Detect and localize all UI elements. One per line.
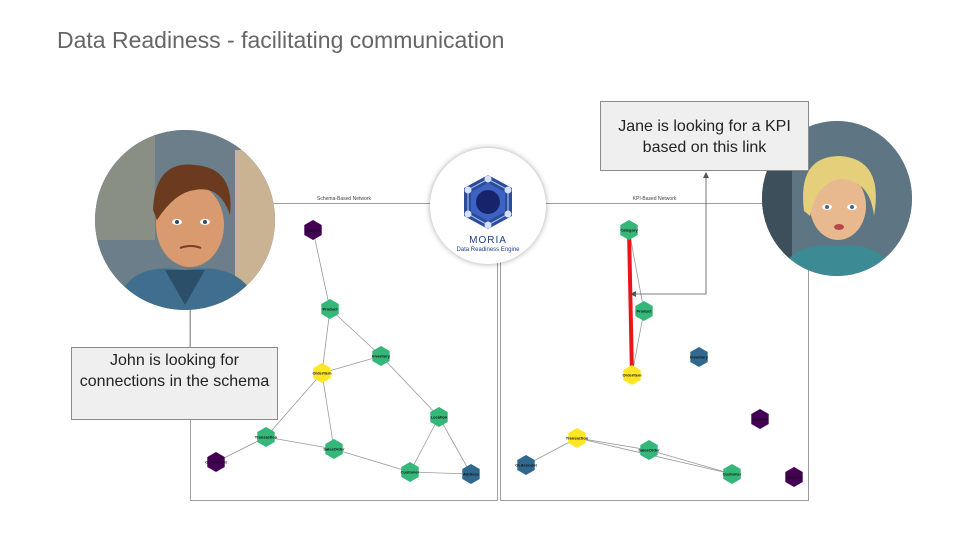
highlighted-edge <box>627 229 634 376</box>
node-salesorder[interactable] <box>325 439 343 459</box>
edge-product-orderitem <box>321 308 331 374</box>
node-label-orderitem: OrderItem <box>312 371 332 376</box>
node-orderitem[interactable] <box>313 363 331 383</box>
node-location[interactable] <box>430 407 448 427</box>
node-salesorder[interactable] <box>640 440 658 460</box>
node-category[interactable] <box>304 220 322 240</box>
node-customer[interactable] <box>723 464 741 484</box>
jane-callout: Jane is looking for a KPI based on this … <box>600 101 809 171</box>
john-callout: John is looking for connections in the s… <box>71 347 278 420</box>
edge-transaction-salesorder <box>576 437 650 451</box>
node-address[interactable] <box>785 467 803 487</box>
node-label-transaction: Transaction <box>255 435 278 440</box>
node-category[interactable] <box>620 220 638 240</box>
node-orderitem[interactable] <box>623 365 641 385</box>
edge-salesorder-customer <box>648 449 733 475</box>
edge-product-orderitem <box>631 310 645 376</box>
jane-arrowhead-left <box>630 291 636 297</box>
node-label-category: Category <box>304 228 322 233</box>
kpi-network-title: KPI-Based Network <box>632 196 677 202</box>
edge-product-inventory <box>329 308 382 357</box>
edge-transaction-salesorder <box>265 436 335 450</box>
edge-category-product <box>628 229 645 312</box>
node-label-customer: Customer <box>401 470 420 475</box>
node-label-category: Category <box>620 228 638 233</box>
node-label-inventory: Inventory <box>372 354 391 359</box>
edge-salesorder-customer <box>333 448 411 473</box>
edge-location-address <box>438 416 472 475</box>
schema-network-graph: CategoryProductInventoryOrderItemLocatio… <box>205 220 480 484</box>
node-label-location: Location <box>752 417 769 422</box>
slide-title: Data Readiness - facilitating communicat… <box>57 27 505 53</box>
node-inventory[interactable] <box>690 347 708 367</box>
node-glaccount[interactable] <box>207 452 225 472</box>
node-label-product: Product <box>322 307 338 312</box>
node-label-location: Location <box>431 415 448 420</box>
network-hexagon-icon <box>464 175 512 229</box>
john-avatar <box>95 130 275 310</box>
node-label-product: Product <box>636 309 652 314</box>
node-label-address: Address <box>786 475 803 480</box>
edge-customer-address <box>409 471 472 475</box>
node-product[interactable] <box>321 299 339 319</box>
edge-inventory-orderitem <box>321 355 382 374</box>
edge-location-customer <box>409 416 440 473</box>
node-label-customer: Customer <box>723 472 742 477</box>
node-inventory[interactable] <box>372 346 390 366</box>
moria-logo: MORIA Data Readiness Engine <box>430 148 546 264</box>
node-label-address: Address <box>463 472 480 477</box>
edge-category-product <box>312 229 331 310</box>
node-glaccount[interactable] <box>517 455 535 475</box>
logo-name: MORIA <box>469 235 507 246</box>
logo-tagline: Data Readiness Engine <box>456 247 520 253</box>
node-label-orderitem: OrderItem <box>622 373 642 378</box>
edge-inventory-location <box>380 355 440 418</box>
node-transaction[interactable] <box>257 427 275 447</box>
node-label-salesorder: SalesOrder <box>323 447 345 452</box>
node-product[interactable] <box>635 301 653 321</box>
node-label-salesorder: SalesOrder <box>638 448 660 453</box>
edge-orderitem-transaction <box>265 372 323 438</box>
node-label-glaccount: GLAccount <box>205 460 227 465</box>
node-customer[interactable] <box>401 462 419 482</box>
node-location[interactable] <box>751 409 769 429</box>
schema-network-title: Schema-Based Network <box>317 196 371 202</box>
jane-connector-arrow <box>634 176 707 295</box>
node-label-inventory: Inventory <box>690 355 709 360</box>
edge-orderitem-salesorder <box>321 372 335 450</box>
node-address[interactable] <box>462 464 480 484</box>
node-transaction[interactable] <box>568 428 586 448</box>
node-label-glaccount: GLAccount <box>515 463 537 468</box>
jane-arrowhead-top <box>703 172 709 178</box>
node-label-transaction: Transaction <box>566 436 589 441</box>
